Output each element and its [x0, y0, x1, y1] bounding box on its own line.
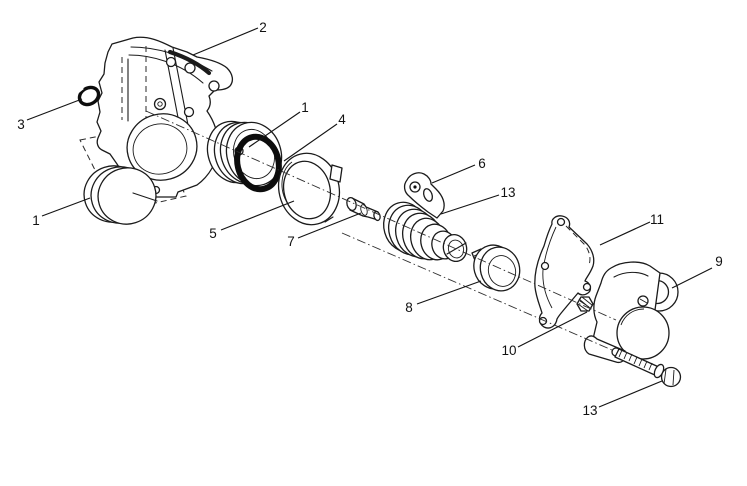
housing-bolt-boss — [165, 56, 177, 68]
housing-bolt-boss — [153, 97, 167, 111]
impeller-assembly-drawing — [383, 201, 468, 263]
main-axis-line — [145, 110, 617, 321]
cover-disc-drawing — [83, 165, 158, 225]
phantom-box — [79, 125, 187, 213]
bolt-head — [660, 366, 682, 388]
callout-label: 5 — [209, 226, 217, 241]
retainer-ring-drawing — [277, 152, 343, 226]
hex-bolt-drawing — [614, 348, 682, 388]
callout-label: 8 — [405, 300, 413, 315]
large-o-ring-drawing — [234, 133, 282, 193]
impeller-slot-line — [446, 242, 467, 255]
callout-13-hex-bolt: 13 — [582, 380, 663, 418]
retainer-ring-tab — [329, 164, 343, 183]
flange-nut-drawing — [576, 296, 594, 312]
shaft-pin-drawing — [346, 196, 381, 222]
gasket-hole — [582, 282, 592, 292]
gasket-hole — [540, 261, 550, 271]
callout-10-flange-nut: 10 — [501, 311, 588, 358]
callouts: 2 3 1 1 4 5 7 6 — [17, 20, 723, 418]
callout-8-seal-cap: 8 — [405, 280, 482, 315]
callout-11-cover-gasket: 11 — [599, 212, 664, 246]
callout-9-pump-cover: 9 — [671, 254, 723, 289]
callout-label: 9 — [715, 254, 723, 269]
callout-1-cover-disc: 1 — [32, 197, 91, 228]
alignment-axes — [145, 110, 617, 351]
pump-housing-drawing — [96, 36, 234, 198]
housing-bolt-boss — [183, 106, 195, 118]
callout-label: 7 — [287, 234, 295, 249]
callout-label: 13 — [582, 403, 597, 418]
small-o-ring-drawing — [77, 85, 101, 107]
callout-label: 4 — [338, 112, 346, 127]
callout-label: 3 — [17, 117, 25, 132]
housing-bolt-boss — [184, 62, 196, 74]
callout-label: 11 — [650, 212, 664, 227]
callout-label: 10 — [501, 343, 516, 358]
callout-label: 13 — [500, 185, 515, 200]
callout-label: 2 — [259, 20, 267, 35]
gasket-hole — [556, 217, 566, 227]
cover-gasket-drawing — [534, 215, 595, 329]
pump-cover-drawing — [583, 261, 679, 364]
callout-label: 6 — [478, 156, 486, 171]
callout-1-seal-disc: 1 — [248, 100, 309, 148]
callout-13-impeller-assembly: 13 — [440, 185, 516, 215]
callout-6-mount-bracket: 6 — [431, 156, 486, 184]
callout-5-retainer-ring: 5 — [209, 200, 295, 241]
callout-3-small-o-ring: 3 — [17, 98, 83, 132]
seal-cap-drawing — [471, 244, 521, 292]
mount-bracket-drawing — [403, 172, 445, 219]
callout-7-shaft-pin: 7 — [287, 212, 362, 249]
housing-ear-hole — [208, 80, 220, 92]
cover-front-disc — [616, 306, 670, 360]
callout-label: 1 — [32, 213, 40, 228]
callout-2-pump-housing: 2 — [192, 20, 267, 56]
callout-label: 1 — [301, 100, 309, 115]
bracket-slot — [422, 188, 434, 202]
callout-4-large-o-ring: 4 — [283, 112, 346, 162]
